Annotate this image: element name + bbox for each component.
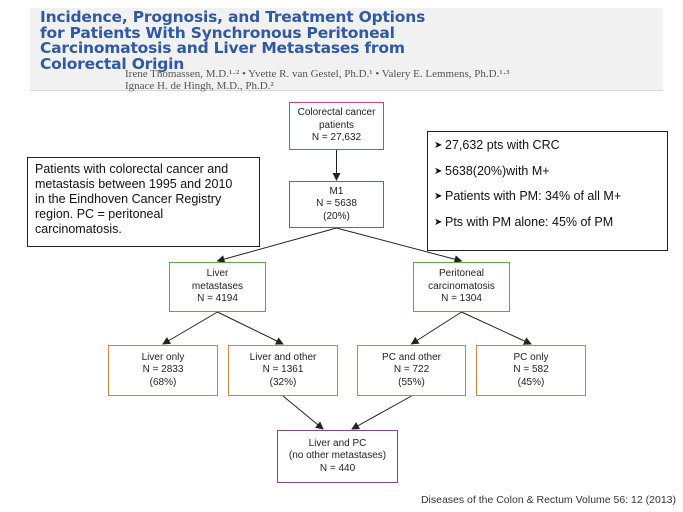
citation: Diseases of the Colon & Rectum Volume 56… — [420, 494, 676, 506]
summary-text: 27,632 pts with CRC — [445, 138, 560, 152]
node-colorectal-cancer-patients: Colorectal cancer patients N = 27,632 — [289, 102, 384, 150]
note-line: region. PC = peritoneal — [35, 207, 164, 221]
connector-arrow — [336, 227, 463, 264]
article-title: Incidence, Prognosis, and Treatment Opti… — [40, 8, 655, 73]
node-liver-and-other: Liver and other N = 1361 (32%) — [228, 345, 338, 396]
authors-line: Ignace H. de Hingh, M.D., Ph.D.² — [125, 79, 274, 92]
node-percent: (45%) — [517, 376, 545, 388]
node-count: N = 2833 — [142, 364, 184, 376]
arrow-bullet-icon: ➤ — [434, 165, 443, 177]
node-label: patients — [318, 119, 355, 131]
node-label: Colorectal cancer — [297, 107, 376, 119]
summary-text: 5638(20%)with M+ — [445, 163, 550, 178]
node-label: metastases — [191, 280, 244, 292]
node-count: N = 27,632 — [311, 132, 362, 144]
arrow-bullet-icon: ➤ — [434, 140, 443, 151]
article-header: Incidence, Prognosis, and Treatment Opti… — [30, 8, 663, 91]
node-liver-and-pc: Liver and PC (no other metastases) N = 4… — [277, 430, 398, 483]
node-count: N = 1304 — [441, 293, 482, 305]
note-line: carcinomatosis. — [35, 222, 122, 236]
registry-note: Patients with colorectal cancer and meta… — [27, 157, 260, 247]
node-label: carcinomatosis — [428, 280, 495, 292]
node-count: N = 4194 — [197, 293, 238, 305]
note-line: metastasis between 1995 and 2010 — [35, 177, 233, 191]
node-peritoneal-carcinomatosis: Peritoneal carcinomatosis N = 1304 — [413, 262, 510, 312]
node-count: N = 582 — [513, 364, 549, 376]
node-pc-only: PC only N = 582 (45%) — [476, 345, 586, 396]
node-liver-metastases: Liver metastases N = 4194 — [169, 262, 266, 312]
node-label: PC only — [513, 351, 549, 363]
node-percent: (68%) — [149, 376, 177, 388]
arrow-bullet-icon: ➤ — [434, 216, 443, 228]
connector-arrow — [461, 311, 532, 345]
node-label: M1 — [329, 185, 344, 197]
summary-item: ➤5638(20%)with M+ — [434, 164, 661, 179]
note-line: in the Eindhoven Cancer Registry — [35, 192, 222, 206]
summary-item: ➤27,632 pts with CRC — [434, 138, 661, 153]
connector-arrow — [217, 311, 284, 345]
authors-line: Irene Thomassen, M.D.¹·² • Yvette R. van… — [125, 68, 510, 80]
title-line: for Patients With Synchronous Peritoneal — [40, 23, 395, 42]
connector-arrow — [351, 395, 412, 430]
article-authors: Irene Thomassen, M.D.¹·² • Yvette R. van… — [125, 68, 665, 92]
node-percent: (55%) — [398, 376, 425, 388]
node-percent: (32%) — [269, 376, 297, 388]
connector-arrow — [216, 227, 337, 263]
node-count: N = 5638 — [316, 198, 357, 210]
connector-arrow — [410, 311, 462, 345]
summary-item: ➤Pts with PM alone: 45% of PM — [434, 215, 661, 230]
node-count: N = 1361 — [262, 364, 304, 376]
arrow-bullet-icon: ➤ — [434, 191, 443, 202]
node-label: Liver only — [141, 351, 185, 363]
node-percent: (20%) — [323, 210, 350, 222]
node-count: N = 722 — [393, 364, 430, 376]
node-pc-and-other: PC and other N = 722 (55%) — [357, 345, 466, 396]
title-line: Colorectal Origin — [40, 54, 185, 73]
note-line: Patients with colorectal cancer and — [35, 162, 229, 176]
node-count: N = 440 — [319, 462, 356, 474]
node-label: Peritoneal — [438, 268, 485, 280]
summary-box: ➤27,632 pts with CRC ➤5638(20%)with M+ ➤… — [427, 131, 668, 251]
node-label: PC and other — [382, 351, 441, 363]
title-line: Carcinomatosis and Liver Metastases from — [40, 39, 405, 57]
node-m1: M1 N = 5638 (20%) — [289, 181, 384, 228]
summary-item: ➤Patients with PM: 34% of all M+ — [434, 189, 661, 204]
title-line: Incidence, Prognosis, and Treatment Opti… — [40, 8, 426, 26]
summary-text: Patients with PM: 34% of all M+ — [445, 189, 622, 203]
summary-text: Pts with PM alone: 45% of PM — [445, 214, 614, 229]
node-liver-only: Liver only N = 2833 (68%) — [108, 345, 218, 396]
node-label: Liver and other — [249, 351, 317, 363]
connector-arrow — [162, 311, 218, 345]
connector-arrow — [282, 395, 324, 430]
node-label: (no other metastases) — [288, 450, 387, 462]
node-label: Liver — [206, 268, 229, 280]
node-label: Liver and PC — [308, 437, 367, 449]
